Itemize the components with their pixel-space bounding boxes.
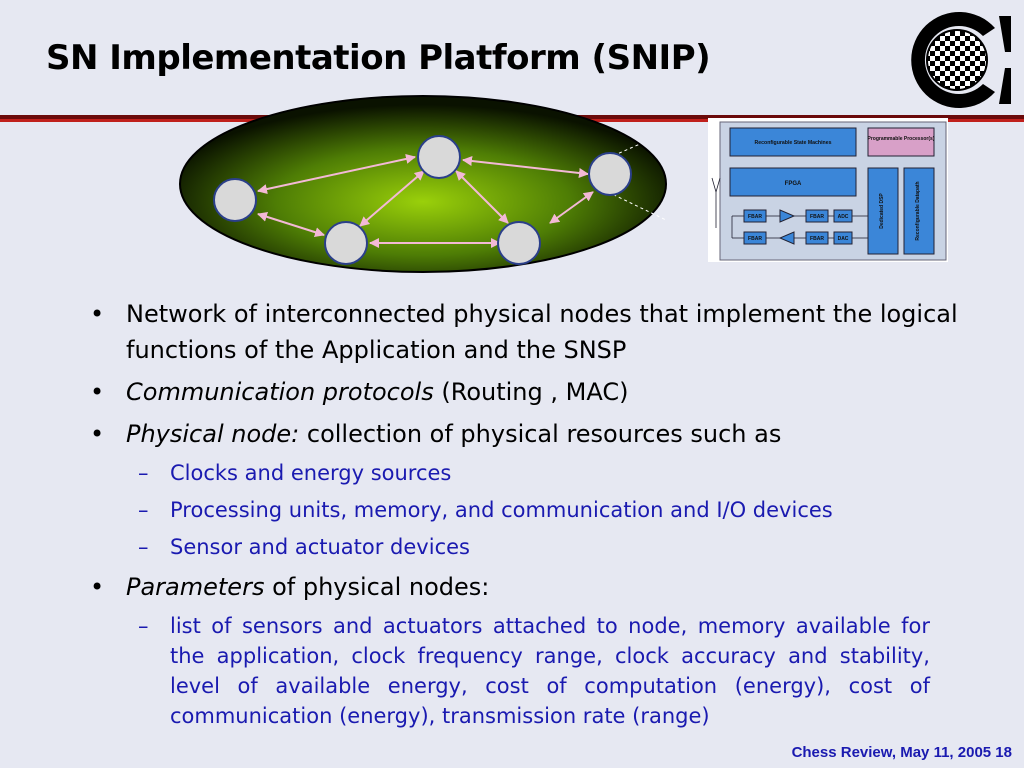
slide-footer: Chess Review, May 11, 2005 18 bbox=[791, 744, 1012, 761]
network-diagram bbox=[179, 95, 667, 273]
block-state-machines: Reconfigurable State Machines bbox=[755, 140, 832, 146]
block-dsp: Dedicated DSP bbox=[879, 193, 885, 229]
bullet-protocols: Communication protocols (Routing , MAC) bbox=[86, 374, 1016, 410]
chess-logo-icon bbox=[911, 11, 1011, 108]
hardware-block-diagram: Reconfigurable State Machines Programmab… bbox=[708, 118, 948, 262]
sub-bullet-clocks: Clocks and energy sources bbox=[86, 458, 1016, 488]
block-dac: DAC bbox=[838, 236, 849, 242]
sub-bullet-processing: Processing units, memory, and communicat… bbox=[86, 495, 1016, 525]
block-fpga: FPGA bbox=[785, 181, 802, 187]
sub-bullet-sensors: Sensor and actuator devices bbox=[86, 532, 1016, 562]
node-top bbox=[417, 135, 461, 179]
block-datapath: Reconfigurable Datapath bbox=[915, 181, 921, 240]
node-left bbox=[213, 178, 257, 222]
block-fbar-4: FBAR bbox=[810, 236, 824, 242]
block-fbar-3: FBAR bbox=[748, 236, 762, 242]
bullet-physical-node: Physical node: collection of physical re… bbox=[86, 416, 1016, 452]
node-bottom-left bbox=[324, 221, 368, 265]
block-fbar-1: FBAR bbox=[748, 214, 762, 220]
bullet-list: Network of interconnected physical nodes… bbox=[86, 296, 1016, 738]
bullet-parameters: Parameters of physical nodes: bbox=[86, 569, 1016, 605]
block-adc: ADC bbox=[838, 214, 849, 220]
node-right bbox=[588, 152, 632, 196]
bullet-network: Network of interconnected physical nodes… bbox=[86, 296, 1016, 368]
block-fbar-2: FBAR bbox=[810, 214, 824, 220]
sub-bullet-parameter-list: list of sensors and actuators attached t… bbox=[86, 611, 930, 731]
block-processor: Programmable Processor(s) bbox=[868, 136, 935, 142]
slide-title: SN Implementation Platform (SNIP) bbox=[46, 38, 711, 78]
node-bottom-right bbox=[497, 221, 541, 265]
